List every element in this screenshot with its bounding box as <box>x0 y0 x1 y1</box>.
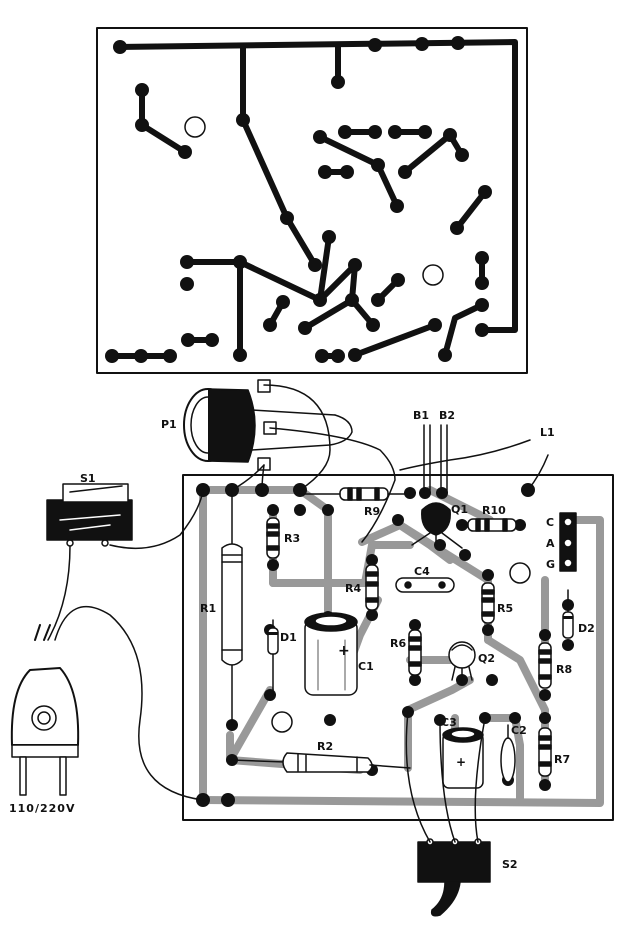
resistor-r3 <box>266 517 280 559</box>
capacitor-c2 <box>500 724 516 783</box>
label-q1: Q1 <box>451 503 468 516</box>
switch-s1 <box>46 483 133 547</box>
label-c3: C3 <box>441 716 457 729</box>
output-connector <box>559 512 577 572</box>
label-s2: S2 <box>502 858 518 871</box>
transistor-q1 <box>411 502 463 549</box>
label-p1: P1 <box>161 418 177 431</box>
diode-d1 <box>267 619 279 696</box>
label-voltage: 110/220V <box>9 802 75 815</box>
label-l1: L1 <box>540 426 555 439</box>
label-c1: C1 <box>358 660 374 673</box>
label-pin-g: G <box>546 558 555 571</box>
label-c2: C2 <box>511 724 527 737</box>
label-r3: R3 <box>284 532 300 545</box>
resistor-r2 <box>231 752 411 773</box>
label-d1: D1 <box>280 631 297 644</box>
mounting-hole <box>271 711 293 733</box>
capacitor-c4 <box>395 577 455 593</box>
resistor-r4 <box>365 564 379 611</box>
capacitor-c1: + <box>304 612 358 696</box>
pcb-component-side: + + <box>182 474 614 821</box>
resistor-r6 <box>408 629 422 676</box>
pcb-copper-side <box>96 27 528 374</box>
capacitor-c3: + <box>442 727 484 789</box>
transistor-q2 <box>448 641 476 683</box>
pcb-bottom-board <box>182 474 614 821</box>
resistor-r10 <box>467 518 517 532</box>
label-pin-a: A <box>546 537 555 550</box>
potentiometer-p1 <box>183 379 353 471</box>
label-c4: C4 <box>414 565 430 578</box>
label-r2: R2 <box>317 740 333 753</box>
resistor-r5 <box>481 582 495 624</box>
label-r1: R1 <box>200 602 216 615</box>
power-plug <box>10 624 80 796</box>
label-r9: R9 <box>364 505 380 518</box>
label-r8: R8 <box>556 663 572 676</box>
label-r7: R7 <box>554 753 570 766</box>
switch-s2 <box>417 838 491 917</box>
label-r6: R6 <box>390 637 406 650</box>
label-pin-c: C <box>546 516 554 529</box>
svg-text:+: + <box>338 643 350 659</box>
label-r10: R10 <box>482 504 506 517</box>
mounting-hole <box>509 562 531 584</box>
label-s1: S1 <box>80 472 96 485</box>
label-b1: B1 <box>413 409 429 422</box>
label-r4: R4 <box>345 582 361 595</box>
external-wiring <box>10 379 549 917</box>
pcb-top-board <box>96 27 528 374</box>
mounting-hole <box>184 116 206 138</box>
resistor-r8 <box>538 642 552 689</box>
label-r5: R5 <box>497 602 513 615</box>
mounting-hole <box>422 264 444 286</box>
resistor-r7 <box>538 727 552 777</box>
resistor-r9 <box>339 487 389 501</box>
diode-d2 <box>562 589 574 639</box>
svg-text:+: + <box>456 755 466 769</box>
label-b2: B2 <box>439 409 455 422</box>
label-q2: Q2 <box>478 652 495 665</box>
resistor-r1 <box>221 489 243 726</box>
component-labels: P1 B1 B2 L1 S1 S2 R1 R2 R3 R4 R5 R6 R7 R… <box>9 409 595 871</box>
label-d2: D2 <box>578 622 595 635</box>
